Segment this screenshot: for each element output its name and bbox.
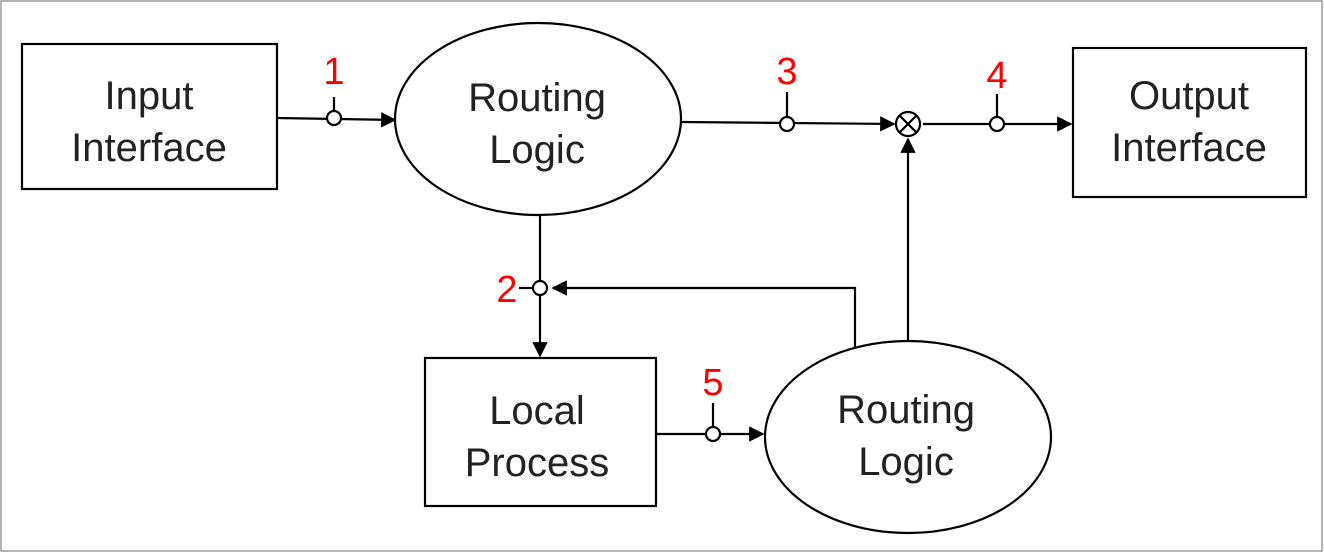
routing-logic-top-label-line-2: Logic: [489, 128, 585, 172]
node-routing-logic-top: Routing Logic: [393, 21, 683, 217]
node-output-interface: Output Interface: [1071, 46, 1308, 199]
routing-logic-top-ellipse: [393, 21, 683, 217]
point-number-5: 5: [702, 362, 723, 404]
node-local-process: Local Process: [423, 356, 658, 508]
node-input-interface: Input Interface: [20, 42, 279, 191]
edge-bottom-routing-feedback: [551, 280, 857, 350]
output-interface-box: [1071, 46, 1308, 199]
input-interface-label-line-2: Interface: [71, 126, 227, 170]
point-number-1: 1: [323, 51, 344, 93]
tap-point-1: [325, 97, 343, 127]
point-number-4: 4: [986, 55, 1007, 97]
local-process-label-line-2: Process: [465, 441, 610, 485]
tap-point-5: [704, 403, 722, 443]
node-routing-logic-bottom: Routing Logic: [763, 339, 1053, 535]
output-interface-label-line-1: Output: [1129, 74, 1249, 118]
edges: [276, 112, 1073, 442]
point-number-3: 3: [776, 51, 797, 93]
mixer-junction-icon: [894, 110, 922, 138]
tap-point-2: [519, 279, 549, 297]
local-process-box: [423, 356, 658, 508]
tap-point-3: [778, 92, 796, 133]
input-interface-label-line-1: Input: [105, 74, 194, 118]
point-number-2: 2: [496, 269, 517, 311]
routing-logic-top-label-line-1: Routing: [468, 76, 606, 120]
input-interface-box: [20, 42, 279, 191]
local-process-label-line-1: Local: [489, 389, 585, 433]
routing-logic-bottom-ellipse: [763, 339, 1053, 535]
routing-logic-bottom-label-line-1: Routing: [837, 388, 975, 432]
routing-logic-bottom-label-line-2: Logic: [858, 440, 954, 484]
output-interface-label-line-2: Interface: [1111, 126, 1267, 170]
tap-point-4: [988, 94, 1006, 133]
